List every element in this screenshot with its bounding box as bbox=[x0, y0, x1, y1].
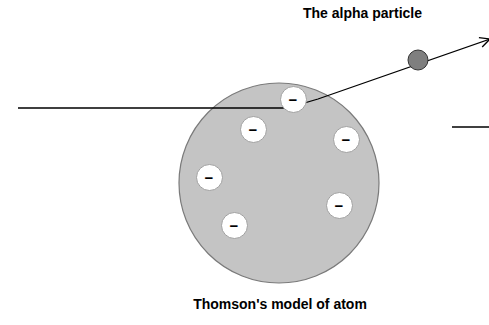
electron-circle: − bbox=[196, 164, 223, 191]
electron-sign: − bbox=[205, 170, 214, 185]
caption: Thomson's model of atom bbox=[193, 296, 367, 312]
positive-sphere bbox=[179, 83, 379, 283]
electron-sign: − bbox=[230, 218, 239, 233]
electron-circle: − bbox=[240, 116, 267, 143]
short-line bbox=[452, 126, 489, 128]
electron-sign: − bbox=[342, 132, 351, 147]
particle-label: The alpha particle bbox=[303, 5, 422, 21]
electron-circle: − bbox=[333, 126, 360, 153]
electron-circle: − bbox=[326, 192, 353, 219]
electron-sign: − bbox=[249, 122, 258, 137]
alpha-path bbox=[18, 39, 489, 108]
electron-circle: − bbox=[221, 212, 248, 239]
electron-sign: − bbox=[335, 198, 344, 213]
alpha-particle bbox=[408, 50, 428, 70]
electron-circle: − bbox=[280, 86, 307, 113]
electron-sign: − bbox=[289, 92, 298, 107]
